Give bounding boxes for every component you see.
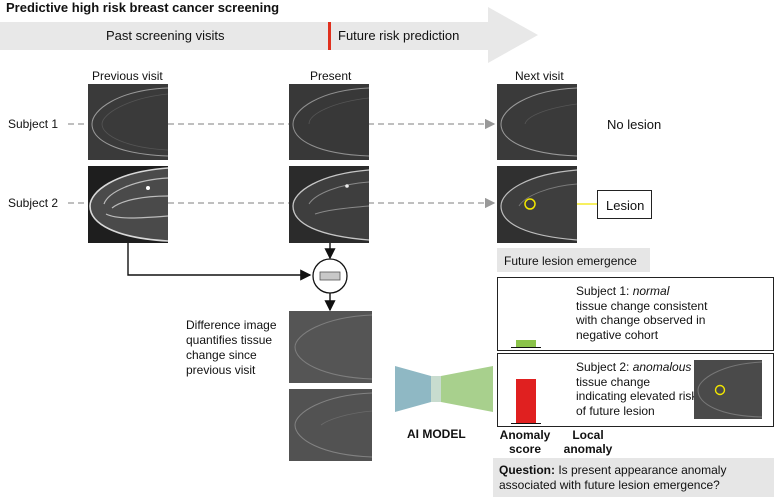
no-lesion-label: No lesion [607, 117, 662, 132]
local-anomaly-label: Local anomaly [560, 428, 616, 456]
future-prediction-label: Future risk prediction [338, 28, 460, 43]
subject1-anomaly-score-bar [516, 340, 536, 347]
subject2-anomaly-score-bar [516, 379, 536, 423]
subject2-card-line: indicating elevated risk [576, 389, 698, 403]
row-subject-1: Subject 1 [8, 117, 59, 131]
difference-image-1 [289, 311, 372, 383]
local-anomaly-label-line2: anomaly [563, 442, 613, 456]
past-visits-label: Past screening visits [106, 28, 225, 43]
subject1-result-card: Subject 1: normal tissue change consiste… [497, 277, 774, 351]
column-present: Present [310, 69, 352, 83]
question-line1: Is present appearance anomaly [555, 463, 727, 477]
difference-caption-line: Difference image [186, 318, 277, 332]
subject2-previous-image [88, 166, 168, 243]
local-anomaly-marker [714, 384, 726, 396]
difference-caption-line: previous visit [186, 363, 256, 377]
subject1-card-line: with change observed in [576, 313, 706, 327]
subtraction-operator-icon [312, 258, 348, 294]
subject2-present-image [289, 166, 369, 243]
subject2-result-card: Subject 2: anomalous tissue change indic… [497, 353, 774, 427]
question-bold: Question: [499, 463, 555, 477]
difference-caption-line: quantifies tissue [186, 333, 273, 347]
subject1-baseline [511, 346, 541, 348]
subject1-card-prefix: Subject 1: [576, 284, 633, 298]
row-subject-2: Subject 2 [8, 196, 59, 210]
subject2-card-prefix: Subject 2: [576, 360, 633, 374]
subject1-next-image [497, 84, 577, 160]
subject1-present-image [289, 84, 369, 160]
column-next-visit: Next visit [515, 69, 564, 83]
difference-caption-line: change since [186, 348, 257, 362]
subject1-card-emphasis: normal [632, 284, 670, 298]
subject2-card-emphasis: anomalous [632, 360, 692, 374]
subject2-next-image [497, 166, 577, 243]
column-previous-visit: Previous visit [92, 69, 163, 83]
local-anomaly-map [694, 360, 762, 419]
timeline-arrow [0, 7, 538, 63]
question-text: Question: Is present appearance anomaly … [499, 463, 726, 493]
local-anomaly-label-line1: Local [572, 428, 604, 442]
timeline-divider [328, 22, 331, 50]
future-emergence-box: Future lesion emergence [497, 248, 650, 272]
question-box: Question: Is present appearance anomaly … [493, 458, 774, 497]
future-emergence-label: Future lesion emergence [504, 254, 637, 268]
ai-model-label: AI MODEL [407, 427, 466, 441]
anomaly-score-label-line1: Anomaly [499, 428, 551, 442]
subject2-card-line: of future lesion [576, 403, 655, 418]
subject1-previous-image [88, 84, 168, 160]
subject2-card-text: Subject 2: anomalous tissue change indic… [576, 360, 697, 418]
subject1-card-text: Subject 1: normal tissue change consiste… [576, 284, 707, 342]
difference-image-2 [289, 389, 372, 461]
subject1-card-line: tissue change consistent [576, 298, 708, 313]
anomaly-score-label-line2: score [508, 442, 542, 456]
subject2-card-line: tissue change [576, 374, 651, 389]
ai-model-network-icon [395, 366, 493, 412]
lesion-label: Lesion [606, 198, 645, 213]
diagram-title: Predictive high risk breast cancer scree… [6, 0, 280, 15]
lesion-marker [524, 198, 536, 210]
subject1-card-line: negative cohort [576, 327, 659, 342]
subject2-baseline [511, 422, 541, 424]
difference-caption: Difference image quantifies tissue chang… [186, 318, 277, 378]
anomaly-score-label: Anomaly score [499, 428, 551, 456]
lesion-callout: Lesion [597, 190, 652, 219]
question-line2: associated with future lesion emergence? [499, 478, 720, 492]
